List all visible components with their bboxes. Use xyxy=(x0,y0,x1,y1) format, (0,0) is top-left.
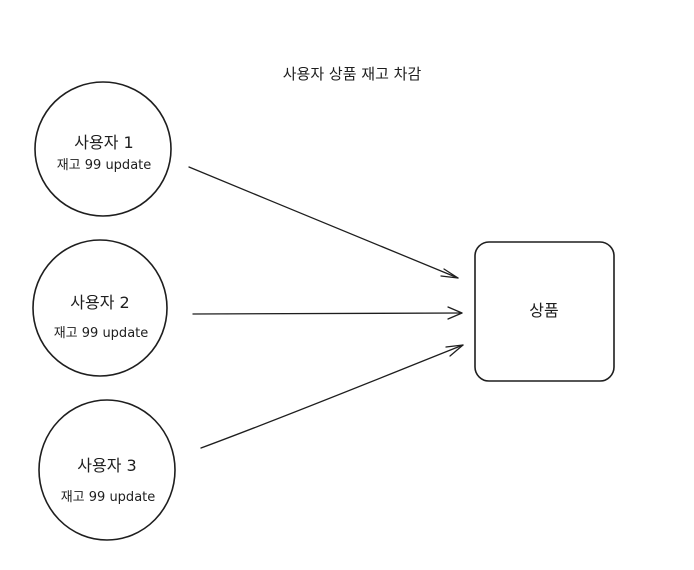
diagram-title: 사용자 상품 재고 차감 xyxy=(283,65,422,83)
product-node: 상품 xyxy=(474,241,615,382)
product-label: 상품 xyxy=(529,301,558,320)
user-node-1-action: 재고 99 update xyxy=(57,158,152,173)
arrow-user-3-to-product xyxy=(200,344,464,449)
user-node-2-name: 사용자 2 xyxy=(70,293,129,312)
arrow-user-2-to-product xyxy=(192,306,463,320)
arrow-user-1-to-product xyxy=(188,166,459,279)
arrow-user-2-line xyxy=(192,312,463,315)
user-node-1-circle xyxy=(34,81,172,217)
user-node-3-action: 재고 99 update xyxy=(61,490,156,505)
user-node-2-action: 재고 99 update xyxy=(54,326,149,341)
arrow-user-2-head xyxy=(447,306,463,320)
arrow-user-1-head xyxy=(440,268,459,279)
user-node-3: 사용자 3 재고 99 update xyxy=(38,399,176,541)
arrow-user-1-line xyxy=(188,166,459,279)
user-node-1-name: 사용자 1 xyxy=(74,133,133,152)
user-node-3-circle xyxy=(38,399,176,541)
user-node-1: 사용자 1 재고 99 update xyxy=(34,81,172,217)
user-node-2: 사용자 2 재고 99 update xyxy=(32,239,168,377)
user-node-3-name: 사용자 3 xyxy=(77,456,136,475)
user-node-2-circle xyxy=(32,239,168,377)
arrow-user-3-line xyxy=(200,344,464,449)
product-box xyxy=(474,241,615,382)
arrow-user-3-head xyxy=(445,344,464,357)
